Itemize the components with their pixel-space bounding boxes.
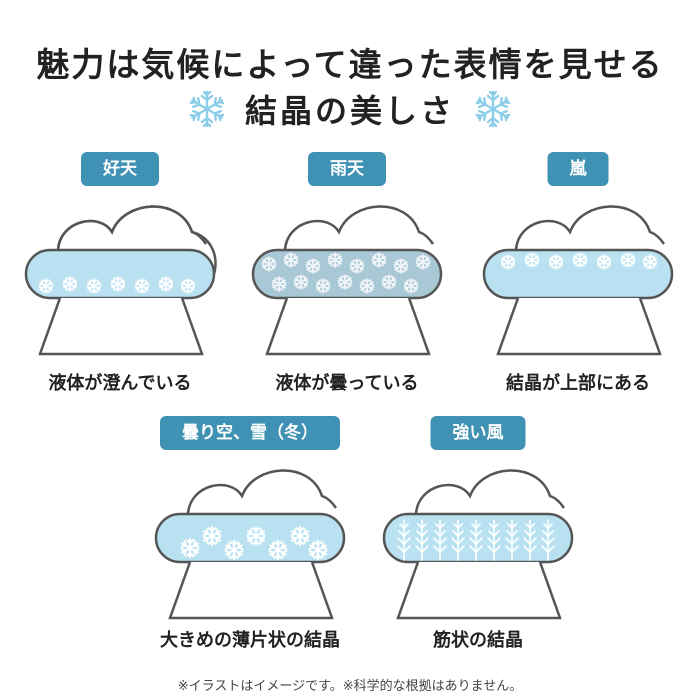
item-strong-wind: 強い風 筋状の結晶 (378, 416, 578, 656)
condition-caption: 筋状の結晶 (433, 630, 523, 651)
condition-caption: 結晶が上部にある (506, 373, 650, 394)
snowflake-icon (188, 90, 226, 128)
storm-glass-illustration (24, 205, 217, 356)
subheadline-text: 結晶の美しさ (244, 92, 455, 130)
storm-glass-illustration (382, 469, 574, 620)
condition-label: 雨天 (308, 152, 386, 186)
headline: 魅力は気候によって違った表情を見せる (36, 45, 664, 84)
item-cloudy-snow: 曇り空、雪（冬） 大きめの薄片状の結晶 (150, 416, 350, 656)
storm-glass-illustration (154, 469, 346, 620)
condition-label: 嵐 (547, 152, 609, 186)
storm-glass-illustration (482, 205, 674, 356)
snowflake-icon (474, 90, 512, 128)
item-storm: 嵐 結晶が上部にある (478, 152, 678, 394)
item-fine-weather: 好天 液体が澄んでいる (20, 152, 220, 394)
condition-label: 好天 (81, 152, 159, 186)
condition-caption: 液体が曇っている (275, 373, 419, 394)
condition-caption: 液体が澄んでいる (48, 373, 192, 394)
item-rainy-weather: 雨天 液体が曇っている (247, 152, 447, 394)
storm-glass-illustration (251, 205, 443, 356)
condition-label: 曇り空、雪（冬） (160, 416, 340, 450)
condition-label: 強い風 (430, 416, 526, 450)
disclaimer-note: ※イラストはイメージです。※科学的な根拠はありません。 (177, 679, 523, 694)
subheadline-row: 結晶の美しさ (0, 86, 700, 132)
condition-caption: 大きめの薄片状の結晶 (160, 630, 340, 651)
